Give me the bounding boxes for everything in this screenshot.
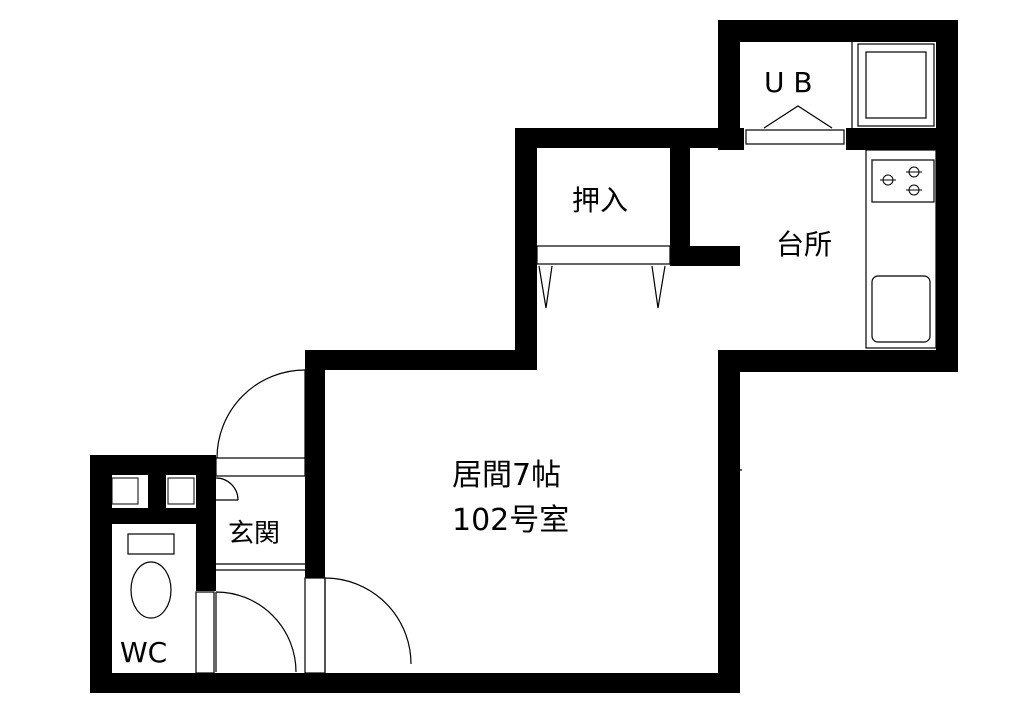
- wall-ub-left: [718, 20, 740, 150]
- kitchen-sink: [871, 275, 931, 343]
- living-room-label: 居間7帖: [452, 458, 561, 493]
- entrance-step: [215, 457, 306, 477]
- wall-wc-vent-divider: [148, 470, 166, 514]
- wall-closet-kitchen-stub: [670, 246, 740, 266]
- stove-burners: [880, 166, 922, 196]
- wall-wc-divider: [90, 508, 216, 524]
- wall-living-right: [718, 350, 740, 693]
- kitchen-label: 台所: [776, 228, 832, 261]
- walls: [90, 20, 958, 693]
- entrance-door-arc: [216, 369, 306, 459]
- toilet-bowl: [130, 561, 172, 619]
- living-door-arc: [324, 577, 412, 665]
- wall-living-left-upper: [305, 350, 325, 578]
- closet-rail: [536, 245, 671, 265]
- unit-number-label: 102号室: [452, 503, 569, 538]
- wall-ub-top: [718, 20, 958, 42]
- wall-living-top: [305, 350, 537, 370]
- ub-door: [763, 105, 833, 129]
- entrance-label: 玄関: [228, 519, 280, 549]
- closet-label: 押入: [572, 184, 628, 217]
- closet-door-left: [538, 265, 553, 309]
- wc-lower-door-arc: [215, 591, 297, 673]
- living-door-frame: [304, 577, 326, 674]
- wc-door-arc: [215, 477, 239, 501]
- wc-lower-frame: [195, 591, 215, 674]
- bathtub-inner: [865, 51, 927, 119]
- wall-bottom: [90, 673, 740, 693]
- wall-wc-top: [90, 455, 216, 475]
- vent-left: [111, 477, 139, 505]
- toilet-tank: [127, 533, 175, 555]
- ub-threshold: [745, 129, 845, 145]
- wall-closet-top: [515, 128, 740, 148]
- stove-panel: [871, 159, 935, 203]
- fixtures: [127, 42, 937, 674]
- wall-kitchen-bottom: [718, 350, 958, 372]
- bath-label: U B: [764, 66, 813, 99]
- closet-door-right: [651, 265, 666, 309]
- kitchen-counter: [865, 149, 937, 349]
- wall-wc-left: [90, 455, 112, 693]
- toilet-label: WC: [120, 636, 167, 669]
- vent-right: [167, 477, 195, 505]
- wall-kitchen-right: [936, 20, 958, 372]
- wall-ub-bottom-right: [846, 128, 958, 150]
- bathtub: [857, 43, 935, 127]
- wall-closet-left: [515, 128, 537, 370]
- wall-closet-kitchen: [670, 128, 690, 266]
